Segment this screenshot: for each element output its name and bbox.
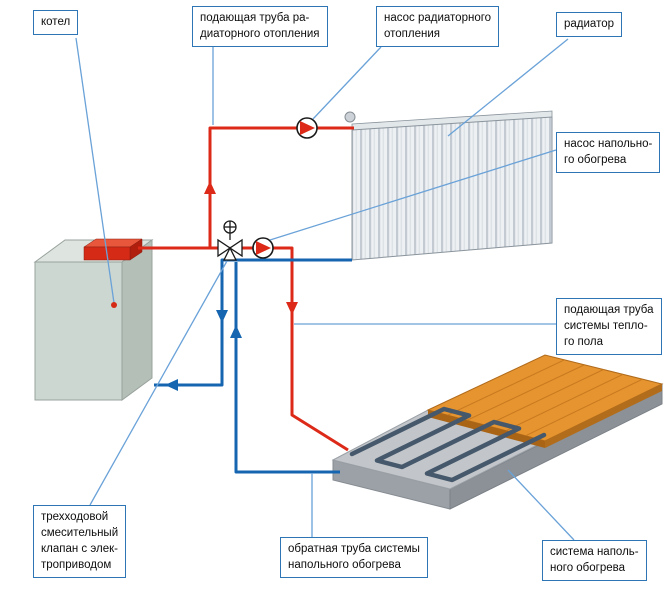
floor-supply-pipe — [242, 246, 349, 452]
leader-radiator-pump — [312, 46, 382, 120]
valve-right-port — [228, 238, 243, 258]
floor-heating-coil-icon — [349, 406, 547, 483]
supply-pipes — [138, 126, 354, 452]
floor-heating — [331, 354, 664, 510]
label-radiator-pump: насос радиаторного отопления — [376, 6, 500, 48]
three-way-valve-icon — [217, 220, 243, 261]
leader-lines — [75, 37, 575, 541]
flow-arrow-down-icon — [286, 302, 298, 315]
supply-flow-arrows — [204, 181, 298, 315]
radiator-return-pipe — [154, 258, 352, 387]
label-floor-system: система наполь- ного обогрева — [542, 540, 647, 582]
flow-arrow-down-icon — [216, 310, 228, 323]
boiler-front-face — [34, 261, 123, 401]
label-floor-supply: подающая труба системы тепло- го пола — [556, 298, 662, 356]
radiator-body — [351, 116, 553, 261]
label-boiler: котел — [33, 10, 79, 36]
label-mixing-valve: трехходовой смесительный клапан с элек- … — [33, 505, 127, 579]
wood-front-edge — [545, 384, 662, 448]
pump-arrow — [256, 241, 271, 255]
leader-mixing-valve — [89, 260, 228, 506]
leader-radiator — [447, 38, 569, 137]
return-pipes — [154, 258, 352, 474]
label-floor-pump: насос напольно- го обогрева — [556, 132, 661, 174]
leader-floor-pump — [269, 149, 557, 241]
leader-boiler — [75, 37, 115, 304]
leader-floor-system — [507, 469, 575, 541]
boiler-sensor-dot — [111, 302, 117, 308]
flow-arrow-left-icon — [165, 379, 178, 391]
return-flow-arrows — [165, 310, 242, 391]
pump-arrow — [300, 121, 315, 135]
flow-arrow-up-icon — [230, 325, 242, 338]
label-radiator-supply: подающая труба ра- диаторного отопления — [192, 6, 328, 48]
wood-plank-lines — [447, 359, 643, 437]
valve-bottom-port — [222, 246, 238, 261]
radiator — [344, 110, 553, 261]
label-floor-return: обратная труба системы напольного обогре… — [280, 537, 428, 579]
valve-left-port — [217, 238, 232, 258]
label-radiator: радиатор — [556, 12, 622, 38]
floor-return-pipe — [234, 262, 340, 474]
boiler — [33, 238, 154, 401]
floor-pump-icon — [252, 237, 274, 259]
radiator-air-valve-icon — [344, 111, 356, 123]
flow-arrow-up-icon — [204, 181, 216, 194]
boiler-side-face — [121, 239, 153, 401]
radiator-pump-icon — [296, 117, 318, 139]
